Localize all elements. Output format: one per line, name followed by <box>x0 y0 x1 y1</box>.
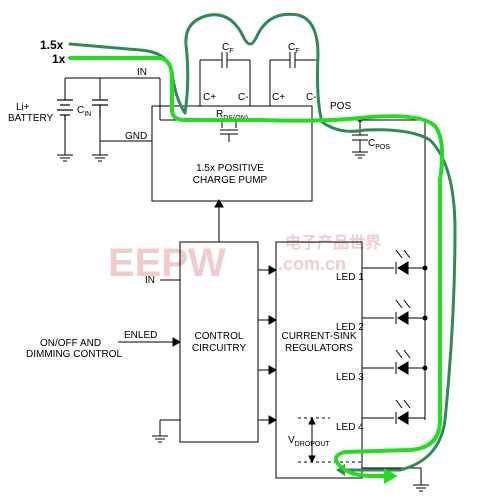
led-1 <box>362 249 428 275</box>
pin-cminus-1: C- <box>238 92 249 103</box>
control-to-sink-links <box>258 265 278 425</box>
current-sink-block <box>275 241 363 479</box>
pin-in-ctrl: IN <box>145 275 155 286</box>
battery-label-1: Li+ <box>16 102 30 113</box>
pin-enled: ENLED <box>124 330 157 341</box>
led-label-1: LED 1 <box>336 272 364 283</box>
charge-pump-label-1: 1.5x POSITIVE <box>196 163 264 174</box>
watermark-logo: EEPW <box>108 241 226 285</box>
cin-capacitor <box>92 99 108 118</box>
battery-symbol <box>57 99 73 120</box>
watermark-domain: .com.cn <box>278 254 346 274</box>
path-1x-arrow <box>384 468 398 484</box>
cf-label-1: CF <box>222 42 234 55</box>
vdropout-label: VDROPOUT <box>288 435 330 448</box>
sink-label-1: CURRENT-SINK <box>281 331 356 342</box>
led-2 <box>362 299 428 325</box>
pin-in-top: IN <box>137 67 147 78</box>
flying-capacitors <box>199 52 319 106</box>
mode-label-1x: 1x <box>52 52 66 66</box>
enled-link <box>118 337 182 347</box>
led-4 <box>362 399 425 425</box>
path-1-5x <box>68 12 457 472</box>
pin-cplus-2: C+ <box>272 92 285 103</box>
pin-gnd: GND <box>125 131 147 142</box>
led-3 <box>362 349 428 375</box>
led-label-4: LED 4 <box>336 422 364 433</box>
pin-pos: POS <box>330 101 351 112</box>
mode-label-1-5x: 1.5x <box>40 38 64 52</box>
led-label-3: LED 3 <box>336 372 364 383</box>
vdropout-marker <box>298 416 362 464</box>
control-input-label-1: ON/OFF AND <box>40 338 101 349</box>
path-1x <box>68 56 445 478</box>
cin-label: CIN <box>77 105 91 118</box>
cpos-label: CPOS <box>368 138 390 151</box>
cf-label-2: CF <box>288 42 300 55</box>
pin-cminus-2: C- <box>306 92 317 103</box>
control-to-pump-link <box>214 198 224 242</box>
pin-cplus-1: C+ <box>203 92 216 103</box>
battery-label-2: BATTERY <box>8 113 54 124</box>
watermark: EEPW .com.cn 电子产品世界 <box>108 233 381 285</box>
charge-pump-block <box>151 105 313 202</box>
ground-symbols <box>57 151 429 492</box>
control-label-2: CIRCUITRY <box>192 343 247 354</box>
charge-pump-label-2: CHARGE PUMP <box>193 175 268 186</box>
input-wiring <box>64 77 161 155</box>
led-label-2: LED 2 <box>336 322 364 333</box>
sink-label-2: REGULATORS <box>285 343 353 354</box>
control-input-label-2: DIMMING CONTROL <box>26 349 123 360</box>
control-label-1: CONTROL <box>195 331 244 342</box>
